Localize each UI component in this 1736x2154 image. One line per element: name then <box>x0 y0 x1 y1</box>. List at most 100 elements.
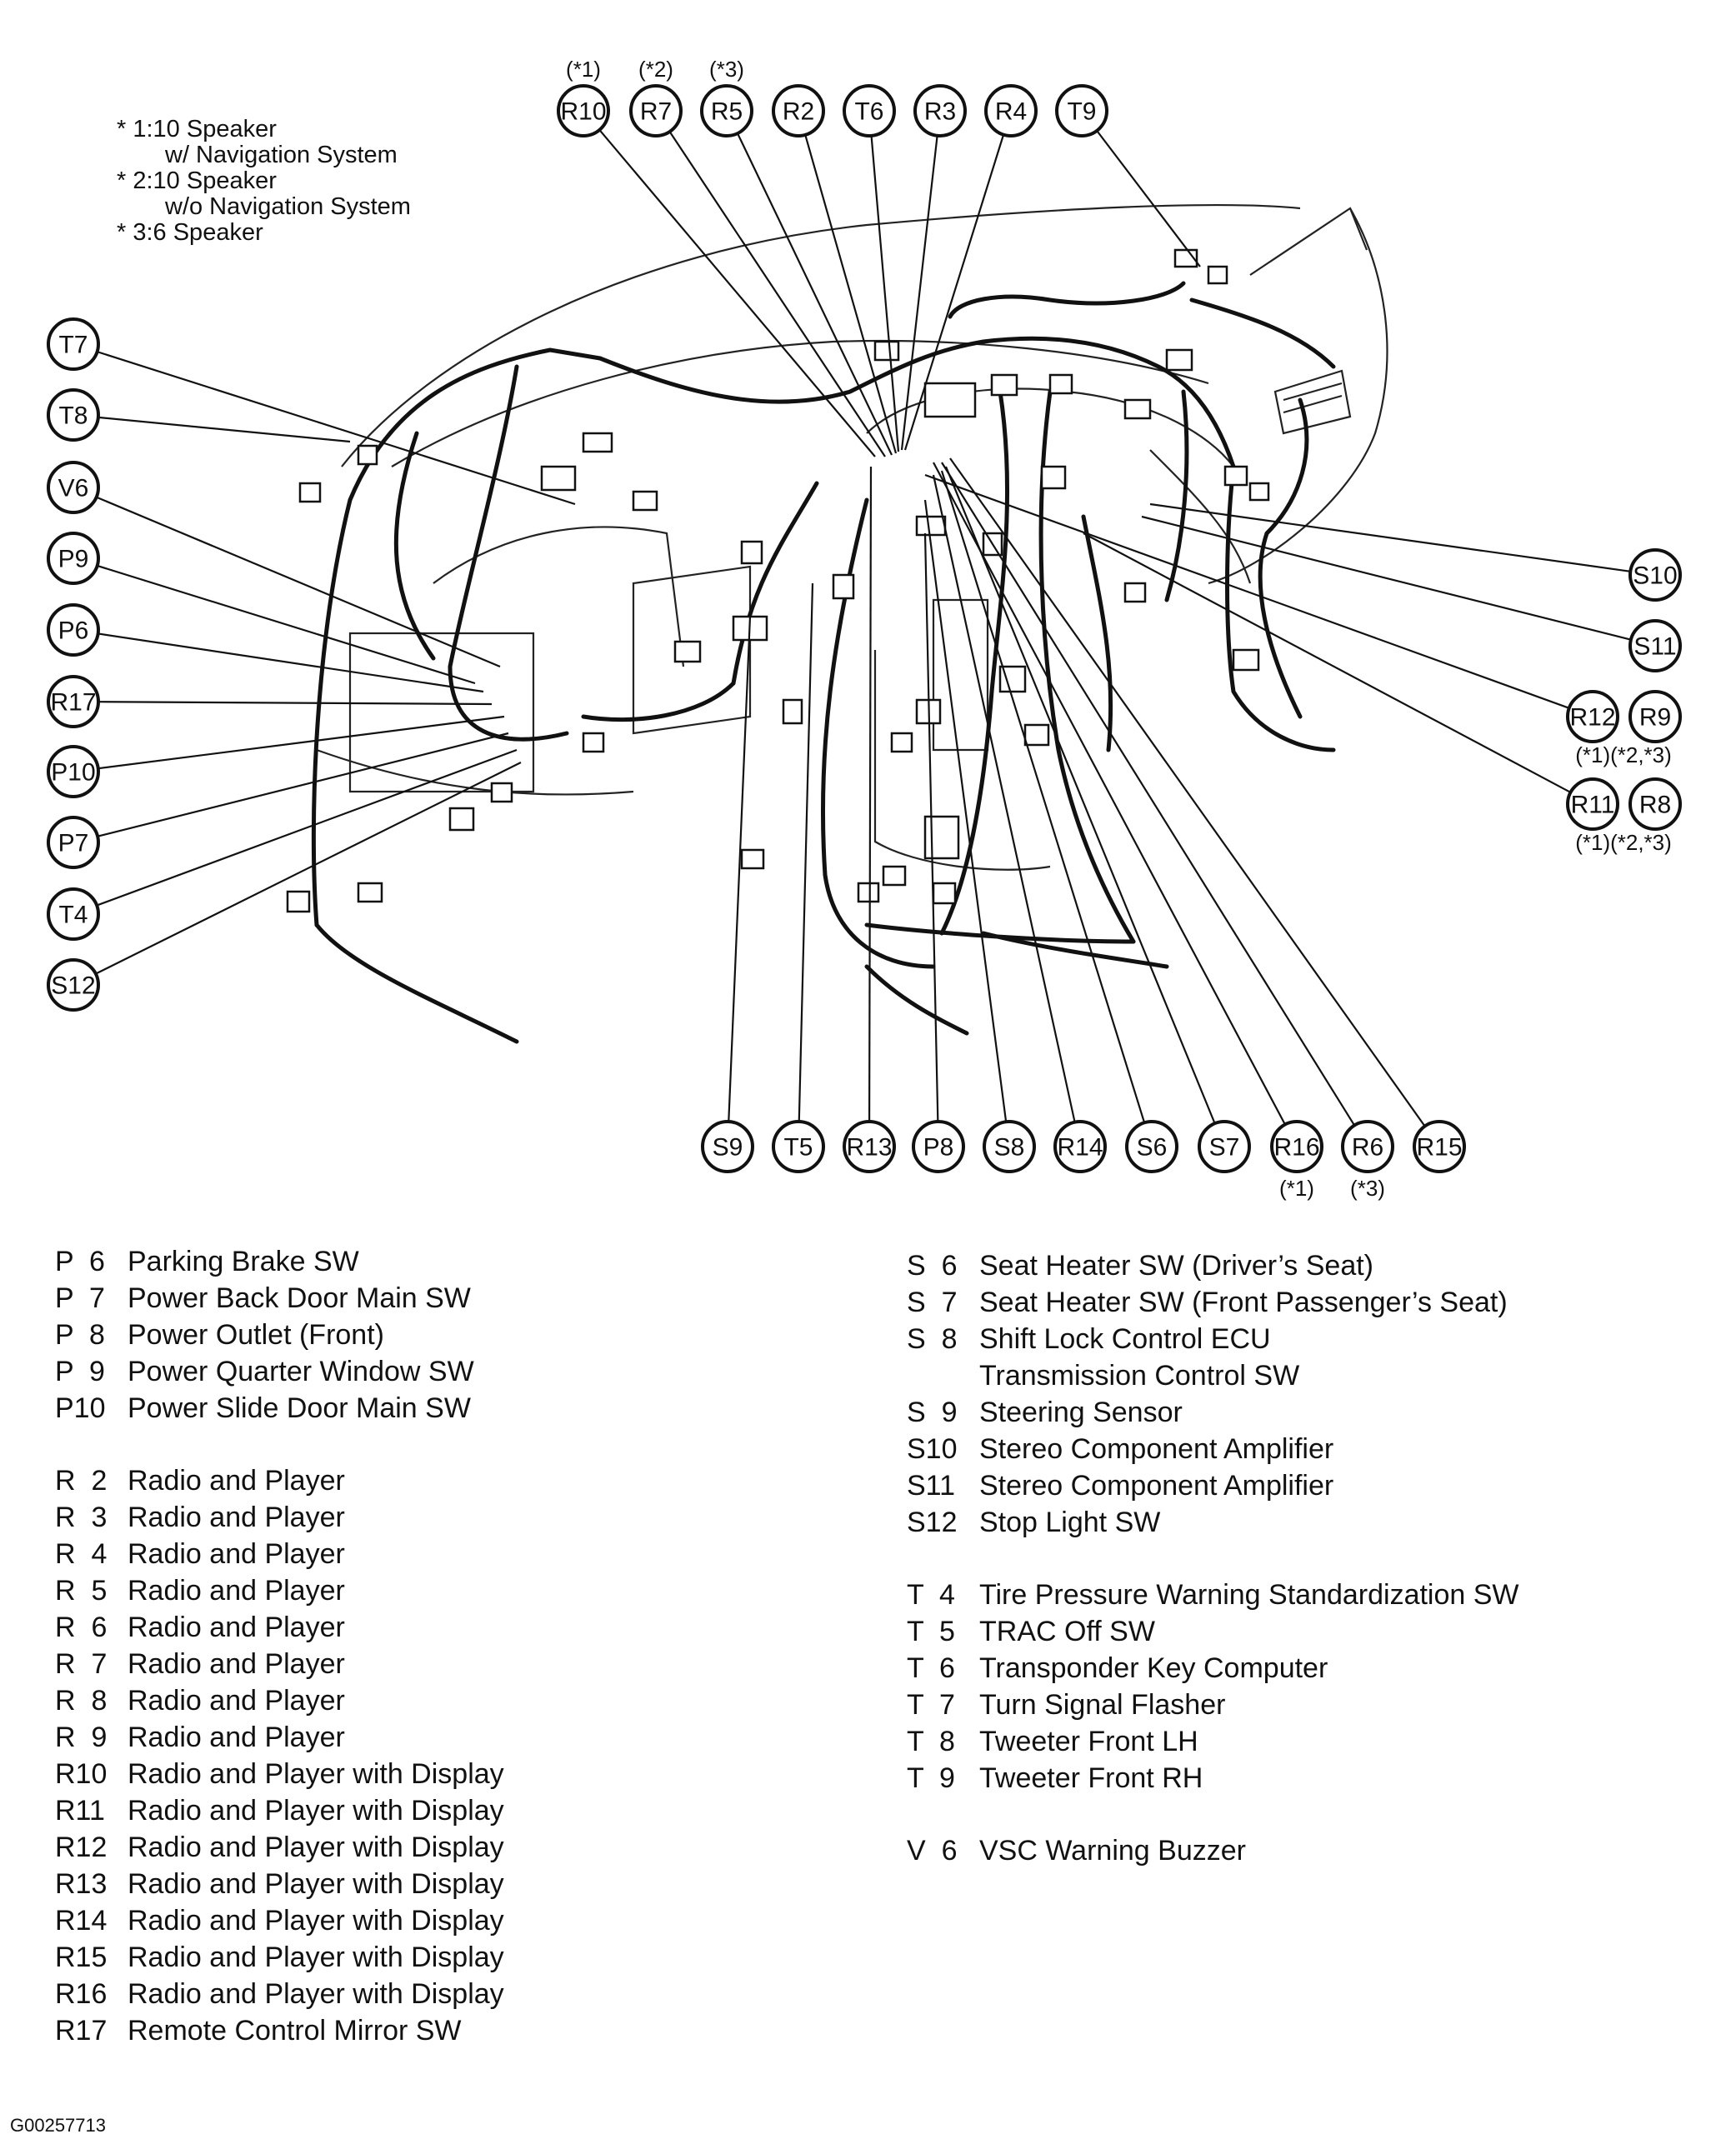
callout-circle <box>912 1120 965 1173</box>
leader-line-s7 <box>944 466 1216 1124</box>
leader-line-s12 <box>95 762 522 975</box>
component-name: Tweeter Front RH <box>979 1762 1203 1794</box>
wire-harness <box>1081 514 1113 752</box>
callout-note: (*1)(*2,*3) <box>1575 830 1672 855</box>
connector-code: R13 <box>55 1868 108 1900</box>
callout-note: (*1) <box>1279 1176 1314 1201</box>
panel-outline <box>632 565 752 735</box>
panel-outline <box>348 632 535 793</box>
wire-harness <box>1225 464 1336 752</box>
callout-circle <box>701 1120 754 1173</box>
footnote-text: 6 Speaker <box>153 219 263 246</box>
leader-line-r16 <box>933 462 1286 1126</box>
callout-label: P6 <box>58 617 89 645</box>
callout-label: T5 <box>783 1134 813 1162</box>
callout-label: S11 <box>1633 633 1676 661</box>
callout-r16: R16 <box>1270 1120 1323 1173</box>
callout-r15: R15 <box>1413 1120 1466 1173</box>
footnote-line: * 1:10 Speaker <box>117 117 411 142</box>
leader-line-r4 <box>903 134 1005 451</box>
callout-circle <box>983 1120 1036 1173</box>
connector-shape <box>882 865 907 887</box>
component-name: Stereo Component Amplifier <box>979 1433 1334 1465</box>
callout-note: (*3) <box>709 57 744 82</box>
component-name: Steering Sensor <box>979 1397 1183 1428</box>
callout-label: T6 <box>854 98 883 126</box>
leader-line-s10 <box>1149 502 1631 572</box>
component-name: Transmission Control SW <box>979 1360 1300 1392</box>
connector-code: R15 <box>55 1942 108 1973</box>
callout-circle <box>913 84 967 137</box>
component-name: Radio and Player with Display <box>128 1832 504 1863</box>
leader-line-p8 <box>923 532 939 1122</box>
connector-code: T 6 <box>907 1652 955 1684</box>
callout-t6: T6 <box>843 84 896 137</box>
callout-label: P10 <box>51 759 95 787</box>
callout-circle <box>772 1120 825 1173</box>
callout-circle <box>557 84 610 137</box>
wire-harness <box>864 964 969 1036</box>
connector-shape <box>915 515 947 537</box>
callout-circle <box>1413 1120 1466 1173</box>
callout-s6: S6 <box>1125 1120 1178 1173</box>
connector-code: T 7 <box>907 1689 955 1721</box>
callout-circle <box>47 816 100 869</box>
callout-s9: S9 <box>701 1120 754 1173</box>
wire-harness <box>948 281 1186 319</box>
wire-harness <box>981 931 1169 969</box>
callout-circle <box>984 84 1038 137</box>
panel-outline <box>1283 394 1343 414</box>
connector-code: P10 <box>55 1392 106 1424</box>
connector-shape <box>873 340 900 362</box>
connector-code: S 6 <box>907 1250 958 1282</box>
component-name: Radio and Player <box>128 1538 345 1570</box>
leader-line-r12 <box>924 473 1570 709</box>
connector-shape <box>923 382 977 418</box>
connector-shape <box>990 373 1018 397</box>
callout-t4: T4 <box>47 887 100 941</box>
callout-note: (*1)(*2,*3) <box>1575 742 1672 767</box>
callout-r3: R3 <box>913 84 967 137</box>
callout-r7: R7 <box>629 84 683 137</box>
callout-r6: R6 <box>1341 1120 1394 1173</box>
callout-label: R11 <box>1571 792 1615 819</box>
callout-label: R8 <box>1639 792 1671 819</box>
connector-shape <box>1232 648 1260 672</box>
callout-circle <box>1055 84 1108 137</box>
instrument-panel-illustration <box>286 203 1388 1044</box>
panel-outline <box>1249 207 1368 276</box>
footnote-text: w/ Navigation System <box>165 142 398 168</box>
connector-shape <box>1023 723 1050 747</box>
connector-code: R 8 <box>55 1685 108 1717</box>
component-name: Radio and Player <box>128 1465 345 1497</box>
callout-label: V6 <box>58 475 89 502</box>
callout-label: R12 <box>1569 704 1615 732</box>
connector-code: R10 <box>55 1758 108 1790</box>
callout-circle <box>1628 690 1682 743</box>
callout-label: S6 <box>1137 1134 1168 1162</box>
leader-line-r17 <box>98 701 493 706</box>
callout-circle <box>1628 548 1682 602</box>
wire-harness <box>314 922 519 1044</box>
connector-code: S11 <box>907 1470 955 1502</box>
footnote-mark: * 3: <box>117 219 153 246</box>
callout-label: P7 <box>58 830 89 857</box>
component-name: Stop Light SW <box>979 1507 1161 1538</box>
connector-code: R 2 <box>55 1465 108 1497</box>
callout-label: R6 <box>1352 1134 1383 1162</box>
callout-label: S12 <box>51 972 95 1000</box>
callout-circle <box>1566 777 1619 831</box>
leader-line-r2 <box>804 134 898 454</box>
callout-circle <box>1341 1120 1394 1173</box>
panel-outline <box>1208 207 1388 585</box>
wire-harness <box>1189 297 1336 369</box>
callout-label: S9 <box>713 1134 743 1162</box>
leader-line-t7 <box>97 351 576 506</box>
